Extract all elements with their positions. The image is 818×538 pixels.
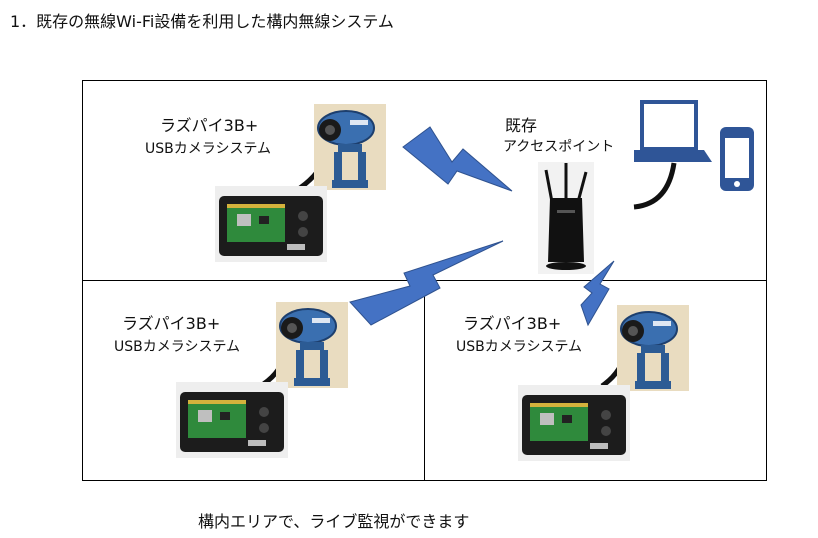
wireless-signal-icon [349, 240, 504, 326]
smartphone-icon [720, 127, 754, 191]
wifi-router-icon [538, 162, 594, 274]
camera-system-1-title: ラズパイ3B+ [160, 116, 259, 135]
camera-system-2-subtitle: USBカメラシステム [114, 339, 241, 355]
camera-system-3-title: ラズパイ3B+ [463, 314, 562, 333]
raspberry-pi-board-icon [518, 385, 630, 461]
wireless-signal-icon [402, 126, 513, 192]
camera-system-3-subtitle: USBカメラシステム [456, 339, 583, 355]
camera-system-1-subtitle: USBカメラシステム [145, 141, 272, 157]
wireless-signal-icon [580, 260, 615, 327]
laptop-icon [633, 100, 712, 210]
caption: 構内エリアで、ライブ監視ができます [198, 512, 470, 531]
camera-system-2-title: ラズパイ3B+ [122, 314, 221, 333]
raspberry-pi-board-icon [215, 186, 327, 262]
access-point-subtitle: アクセスポイント [503, 139, 615, 155]
page-title: 1．既存の無線Wi-Fi設備を利用した構内無線システム [10, 12, 394, 31]
webcam-icon [313, 103, 387, 191]
webcam-icon [275, 301, 349, 389]
access-point-title: 既存 [505, 116, 538, 135]
raspberry-pi-board-icon [176, 382, 288, 458]
webcam-icon [616, 304, 690, 392]
